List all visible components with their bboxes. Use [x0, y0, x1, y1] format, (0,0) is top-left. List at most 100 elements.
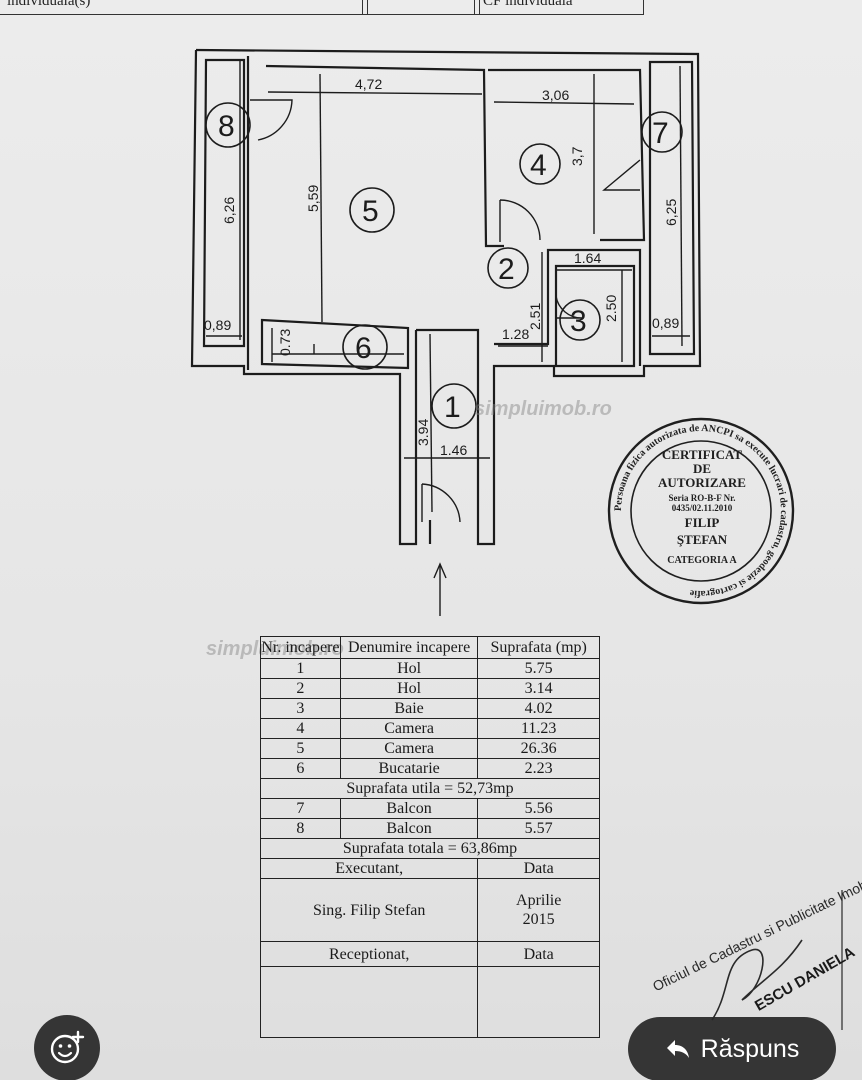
room-circle-7: [641, 111, 683, 153]
add-reaction-button[interactable]: [34, 1015, 100, 1080]
table-util-row: Suprafata utila = 52,73mp: [260, 778, 600, 799]
cell-nr: 6: [260, 758, 341, 779]
header-cell-right-text: CF individuala: [483, 0, 573, 9]
dim-label-626: 6,26: [221, 197, 237, 224]
cell-name: Baie: [339, 698, 479, 719]
empty-cell: [477, 966, 600, 1038]
cell-name: Balcon: [339, 818, 479, 839]
executant-date-month: Aprilie: [516, 892, 562, 909]
table-total-row: Suprafata totala = 63,86mp: [260, 838, 600, 859]
dim-label-559: 5,59: [305, 185, 321, 212]
reply-button[interactable]: Răspuns: [628, 1017, 836, 1080]
cell-nr: 1: [260, 658, 341, 679]
total-area-cell: Suprafata totala = 63,86mp: [260, 838, 600, 859]
dimension-labels: 4,72 3,06 3,7 5,59 6,26 6,25 1.64 2.51 2…: [204, 76, 679, 458]
table-receptionat-row: Receptionat, Data: [259, 941, 600, 967]
header-cell-right: CF individuala: [474, 0, 644, 15]
room-number-1: 1: [444, 391, 461, 424]
dim-label-089-left: 0,89: [204, 317, 231, 333]
cell-name: Camera: [339, 718, 479, 739]
cell-name: Balcon: [339, 798, 479, 819]
empty-cell: [259, 966, 479, 1038]
cell-area: 11.23: [477, 718, 600, 739]
dimension-lines: [206, 60, 690, 616]
authorization-stamp: Persoana fizica autorizata de ANCPI sa e…: [607, 417, 795, 605]
dim-label-128: 1.28: [502, 326, 529, 342]
executant-date-year: 2015: [522, 911, 555, 928]
header-cell-left-text: individuala(s): [7, 0, 91, 9]
cell-area: 5.75: [477, 658, 600, 679]
room-number-2: 2: [498, 253, 515, 286]
reply-label: Răspuns: [700, 1034, 800, 1063]
cell-nr: 4: [260, 718, 341, 739]
room-circle-2: [487, 247, 529, 289]
room-number-7: 7: [652, 117, 669, 150]
smiley-plus-icon: [50, 1030, 85, 1064]
dim-label-164: 1.64: [574, 250, 601, 266]
table-empty-row: [259, 966, 600, 1038]
data-label: Data: [477, 858, 600, 879]
dim-label-625: 6,25: [663, 199, 679, 226]
header-suprafata: Suprafata (mp): [477, 636, 600, 659]
data-label-2: Data: [477, 941, 600, 967]
dim-label-306: 3,06: [542, 87, 569, 103]
cell-nr: 2: [260, 678, 341, 699]
stamp-series: Seria RO-B-F Nr. 0435/02.11.2010: [668, 493, 736, 513]
cell-name: Hol: [339, 658, 479, 679]
room-circle-4: [519, 143, 561, 185]
dim-label-394: 3.94: [415, 419, 431, 446]
receptionat-label: Receptionat,: [259, 941, 479, 967]
executant-name: Sing. Filip Stefan: [259, 878, 479, 942]
cell-area: 4.02: [477, 698, 600, 719]
cell-area: 26.36: [477, 738, 600, 759]
room-circle-5: [349, 187, 395, 233]
cell-nr: 3: [260, 698, 341, 719]
stamp-title-2: DE: [692, 461, 712, 476]
floor-plan: 4,72 3,06 3,7 5,59 6,26 6,25 1.64 2.51 2…: [190, 48, 702, 616]
cell-area: 5.56: [477, 798, 600, 819]
room-markers: 8 7 4 5 2 3 6 1: [205, 102, 683, 429]
stamp-title-1: CERTIFICAT: [661, 447, 743, 462]
reply-arrow-icon: [666, 1040, 689, 1058]
cell-area: 2.23: [477, 758, 600, 779]
watermark-plan: simpluimob.ro: [474, 398, 612, 420]
room-number-8: 8: [218, 110, 235, 143]
stamp-title-3: AUTORIZARE: [658, 475, 746, 490]
door-swings: [250, 99, 641, 523]
cell-nr: 7: [260, 798, 341, 819]
header-nr: Nr. incapere: [260, 636, 341, 659]
dim-label-250: 2.50: [603, 295, 619, 322]
table-header-row: Nr. incapere Denumire incapere Suprafata…: [260, 636, 600, 659]
room-circle-1: [431, 383, 477, 429]
stamp-category: CATEGORIA A: [667, 555, 737, 566]
cell-name: Bucatarie: [339, 758, 479, 779]
stamp-name-1: FILIP: [684, 515, 720, 530]
cell-area: 3.14: [477, 678, 600, 699]
signature-stamp: [711, 890, 843, 1030]
room-area-table: Nr. incapere Denumire incapere Suprafata…: [259, 636, 600, 1038]
table-executant-row: Executant, Data: [259, 858, 600, 879]
util-area-cell: Suprafata utila = 52,73mp: [260, 778, 600, 799]
header-cell-middle: [362, 0, 480, 15]
room-number-4: 4: [530, 149, 547, 182]
dim-label-472: 4,72: [355, 76, 382, 92]
room-circle-8: [205, 102, 251, 148]
table-executant-detail-row: Sing. Filip Stefan Aprilie 2015: [259, 878, 600, 942]
header-cell-left: individuala(s): [0, 0, 368, 15]
stamp-name-2: ŞTEFAN: [676, 532, 728, 547]
cell-nr: 8: [260, 818, 341, 839]
header-table-strip: individuala(s) CF individuala: [0, 0, 862, 18]
plan-walls: [190, 48, 702, 546]
stamp-center: CERTIFICAT DE AUTORIZARE Seria RO-B-F Nr…: [646, 447, 758, 567]
room-number-6: 6: [355, 332, 372, 365]
dim-label-146: 1.46: [440, 442, 467, 458]
